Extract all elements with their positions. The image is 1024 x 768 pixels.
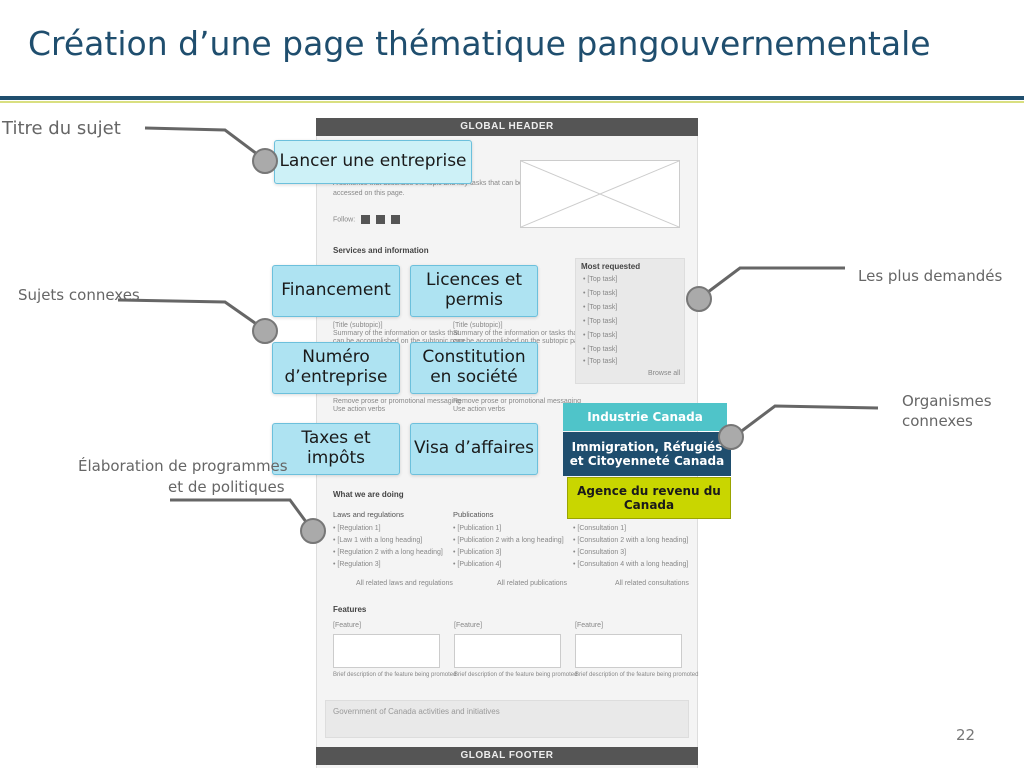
most-requested-item[interactable]: • [Top task] [583, 358, 618, 365]
most-requested-item[interactable]: • [Top task] [583, 290, 618, 297]
law-item[interactable]: • [Law 1 with a long heading] [333, 537, 423, 544]
most-requested-item[interactable]: • [Top task] [583, 346, 618, 353]
feature-image-placeholder [575, 634, 682, 668]
connector-dot [252, 148, 278, 174]
label-related-topics: Sujets connexes [18, 286, 140, 304]
intro-text-line: accessed on this page. [333, 190, 405, 197]
facebook-icon [376, 215, 386, 224]
service-summary: Use action verbs [453, 406, 506, 413]
publication-item[interactable]: • [Publication 3] [453, 549, 502, 556]
title-rule [0, 96, 1024, 100]
service-summary: can be accomplished on the subtopic page [333, 338, 466, 345]
page-number: 22 [956, 726, 976, 744]
title-accent-rule [0, 101, 1024, 103]
label-related-orgs-line-2: connexes [902, 412, 973, 430]
label-related-orgs-line-1: Organismes [902, 392, 992, 410]
connector-dot [252, 318, 278, 344]
org-revenue-agency: Agence du revenu du Canada [567, 477, 731, 519]
services-heading: Services and information [333, 246, 429, 255]
global-footer-bar: GLOBAL FOOTER [316, 747, 698, 765]
callout-topic-title: Lancer une entreprise [274, 140, 472, 184]
callout-related-topic: Taxes et impôts [272, 423, 400, 475]
feature-label[interactable]: [Feature] [333, 622, 362, 629]
browse-all-link[interactable]: Browse all [648, 370, 681, 377]
consultation-item[interactable]: • [Consultation 3] [573, 549, 627, 556]
feature-label[interactable]: [Feature] [575, 622, 604, 629]
label-most-requested: Les plus demandés [858, 267, 1003, 285]
feature-desc: Brief description of the feature being p… [454, 672, 578, 678]
law-item[interactable]: • [Regulation 3] [333, 561, 381, 568]
connector-dot [718, 424, 744, 450]
label-topic-title: Titre du sujet [2, 118, 121, 139]
twitter-icon [361, 215, 371, 224]
most-requested-item[interactable]: • [Top task] [583, 318, 618, 325]
follow-row: Follow: [333, 215, 401, 224]
follow-label: Follow: [333, 216, 356, 224]
consultations-link[interactable]: All related consultations [615, 580, 689, 587]
activities-box [325, 700, 689, 738]
feature-desc: Brief description of the feature being p… [333, 672, 457, 678]
publication-item[interactable]: • [Publication 2 with a long heading] [453, 537, 564, 544]
laws-heading: Laws and regulations [333, 510, 404, 519]
most-requested-box [575, 258, 685, 384]
most-requested-heading: Most requested [581, 262, 641, 271]
callout-related-topic: Constitution en société [410, 342, 538, 394]
service-summary: Summary of the information or tasks that [333, 330, 460, 337]
law-item[interactable]: • [Regulation 2 with a long heading] [333, 549, 443, 556]
service-summary: can be accomplished on the subtopic page [453, 338, 586, 345]
publications-link[interactable]: All related publications [497, 580, 568, 587]
most-requested-item[interactable]: • [Top task] [583, 276, 618, 283]
activities-text: Government of Canada activities and init… [333, 707, 500, 716]
org-immigration-canada: Immigration, Réfugiés et Citoyenneté Can… [563, 432, 731, 476]
label-programs-line-1: Élaboration de programmes [78, 457, 288, 475]
consultation-item[interactable]: • [Consultation 2 with a long heading] [573, 537, 689, 544]
service-summary: Summary of the information or tasks that [453, 330, 580, 337]
publication-item[interactable]: • [Publication 4] [453, 561, 502, 568]
most-requested-item[interactable]: • [Top task] [583, 304, 618, 311]
callout-related-topic: Licences et permis [410, 265, 538, 317]
connector-dot [686, 286, 712, 312]
laws-link[interactable]: All related laws and regulations [356, 580, 453, 587]
service-summary: Use action verbs [333, 406, 386, 413]
slide-title: Création d’une page thématique pangouver… [28, 24, 931, 63]
consultation-item[interactable]: • [Consultation 1] [573, 525, 627, 532]
feature-label[interactable]: [Feature] [454, 622, 483, 629]
publications-heading: Publications [453, 510, 494, 519]
service-summary: Remove prose or promotional messaging [333, 398, 462, 405]
service-summary: [Title (subtopic)] [453, 322, 503, 329]
feature-desc: Brief description of the feature being p… [575, 672, 699, 678]
features-heading: Features [333, 605, 367, 614]
law-item[interactable]: • [Regulation 1] [333, 525, 381, 532]
youtube-icon [391, 215, 401, 224]
publication-item[interactable]: • [Publication 1] [453, 525, 502, 532]
hero-image-placeholder [520, 160, 680, 228]
feature-image-placeholder [333, 634, 440, 668]
global-header-bar: GLOBAL HEADER [316, 118, 698, 136]
connector-dot [300, 518, 326, 544]
service-summary: [Title (subtopic)] [333, 322, 383, 329]
consultation-item[interactable]: • [Consultation 4 with a long heading] [573, 561, 689, 568]
label-programs-line-2: et de politiques [168, 478, 285, 496]
service-summary: Remove prose or promotional messaging [453, 398, 582, 405]
callout-related-topic: Numéro d’entreprise [272, 342, 400, 394]
feature-image-placeholder [454, 634, 561, 668]
callout-related-topic: Financement [272, 265, 400, 317]
org-industry-canada: Industrie Canada [563, 403, 727, 431]
what-we-do-heading: What we are doing [333, 490, 404, 499]
callout-related-topic: Visa d’affaires [410, 423, 538, 475]
most-requested-item[interactable]: • [Top task] [583, 332, 618, 339]
